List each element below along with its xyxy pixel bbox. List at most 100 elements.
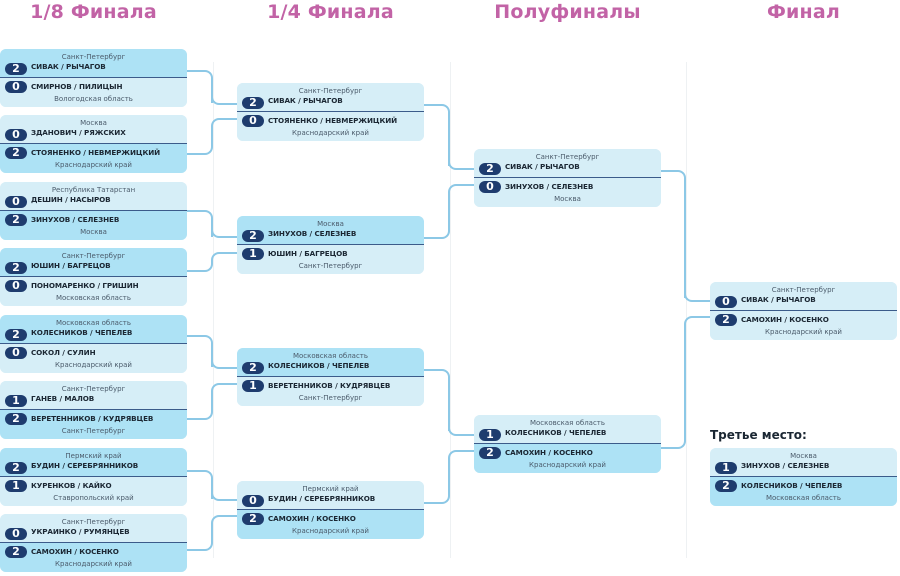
team-slot[interactable]: 2 САМОХИН / КОСЕНКО Краснодарский край [0, 543, 187, 572]
match-r16-7[interactable]: Пермский край 2 БУДИН / СЕРЕБРЯННИКОВ 1 … [0, 448, 187, 506]
bracket-connector [211, 226, 239, 238]
team-slot[interactable]: 2 ВЕРЕТЕННИКОВ / КУДРЯВЦЕВ Санкт-Петербу… [0, 410, 187, 439]
team-names: ЮШИН / БАГРЕЦОВ [268, 249, 348, 258]
team-slot[interactable]: 0 ЗИНУХОВ / СЕЛЕЗНЕВ Москва [474, 178, 661, 207]
column-separator [213, 62, 214, 558]
bracket-connector [187, 126, 213, 155]
team-slot[interactable]: 0 СМИРНОВ / ПИЛИЦЫН Вологодская область [0, 78, 187, 107]
score-badge: 2 [715, 480, 737, 492]
bracket-connector [187, 470, 213, 499]
match-r16-6[interactable]: Санкт-Петербург 1 ГАНЕВ / МАЛОВ 2 ВЕРЕТЕ… [0, 381, 187, 439]
match-r16-4[interactable]: Санкт-Петербург 2 ЮШИН / БАГРЕЦОВ 0 ПОНО… [0, 248, 187, 306]
score-badge: 2 [242, 362, 264, 374]
team-slot[interactable]: Московская область 1 КОЛЕСНИКОВ / ЧЕПЕЛЕ… [474, 415, 661, 444]
team-slot[interactable]: Московская область 2 КОЛЕСНИКОВ / ЧЕПЕЛЕ… [237, 348, 424, 377]
bracket-connector [187, 335, 213, 367]
match-final[interactable]: Санкт-Петербург 0 СИВАК / РЫЧАГОВ 2 САМО… [710, 282, 897, 340]
team-names: СМИРНОВ / ПИЛИЦЫН [31, 82, 123, 91]
team-slot[interactable]: 2 КОЛЕСНИКОВ / ЧЕПЕЛЕВ Московская област… [710, 477, 897, 506]
match-sf-1[interactable]: Санкт-Петербург 2 СИВАК / РЫЧАГОВ 0 ЗИНУ… [474, 149, 661, 207]
score-badge: 0 [5, 81, 27, 93]
team-slot[interactable]: 2 САМОХИН / КОСЕНКО Краснодарский край [237, 510, 424, 539]
team-names: КОЛЕСНИКОВ / ЧЕПЕЛЕВ [31, 328, 133, 337]
match-divider [237, 111, 424, 112]
team-slot[interactable]: 2 САМОХИН / КОСЕНКО Краснодарский край [710, 311, 897, 340]
match-r16-5[interactable]: Московская область 2 КОЛЕСНИКОВ / ЧЕПЕЛЕ… [0, 315, 187, 373]
team-names: ЗИНУХОВ / СЕЛЕЗНЕВ [505, 182, 594, 191]
team-region: Москва [317, 220, 344, 228]
team-names: КОЛЕСНИКОВ / ЧЕПЕЛЕВ [268, 361, 370, 370]
match-third-place[interactable]: Москва 1 ЗИНУХОВ / СЕЛЕЗНЕВ 2 КОЛЕСНИКОВ… [710, 448, 897, 506]
match-qf-2[interactable]: Москва 2 ЗИНУХОВ / СЕЛЕЗНЕВ 1 ЮШИН / БАГ… [237, 216, 424, 274]
team-names: СИВАК / РЫЧАГОВ [268, 96, 343, 105]
team-slot[interactable]: 0 ПОНОМАРЕНКО / ГРИШИН Московская област… [0, 277, 187, 306]
team-region: Вологодская область [54, 95, 133, 103]
score-badge: 2 [242, 513, 264, 525]
team-slot[interactable]: 1 ВЕРЕТЕННИКОВ / КУДРЯВЦЕВ Санкт-Петербу… [237, 377, 424, 406]
team-slot[interactable]: Санкт-Петербург 2 СИВАК / РЫЧАГОВ [474, 149, 661, 178]
team-slot[interactable]: Москва 0 ЗДАНОВИЧ / РЯЖСКИХ [0, 115, 187, 144]
team-slot[interactable]: Москва 1 ЗИНУХОВ / СЕЛЕЗНЕВ [710, 448, 897, 477]
bracket-connector [448, 424, 476, 436]
bracket-connector [424, 192, 450, 239]
bracket-connector [661, 324, 686, 449]
bracket-connector [661, 170, 686, 298]
team-slot[interactable]: Санкт-Петербург 2 ЮШИН / БАГРЕЦОВ [0, 248, 187, 277]
match-r16-8[interactable]: Санкт-Петербург 0 УКРАИНКО / РУМЯНЦЕВ 2 … [0, 514, 187, 572]
team-slot[interactable]: Москва 2 ЗИНУХОВ / СЕЛЕЗНЕВ [237, 216, 424, 245]
match-qf-4[interactable]: Пермский край 0 БУДИН / СЕРЕБРЯННИКОВ 2 … [237, 481, 424, 539]
match-r16-3[interactable]: Республика Татарстан 0 ДЕШИН / НАСЫРОВ 2… [0, 182, 187, 240]
third-place-title: Третье место: [710, 428, 807, 442]
team-region: Ставропольский край [53, 494, 134, 502]
team-slot[interactable]: Пермский край 2 БУДИН / СЕРЕБРЯННИКОВ [0, 448, 187, 477]
team-region: Санкт-Петербург [61, 385, 126, 393]
score-badge: 0 [5, 129, 27, 141]
column-separator [686, 62, 687, 558]
team-names: СТОЯНЕНКО / НЕВМЕРЖИЦКИЙ [31, 148, 161, 157]
team-slot[interactable]: Санкт-Петербург 1 ГАНЕВ / МАЛОВ [0, 381, 187, 410]
bracket-connector [448, 158, 476, 170]
score-badge: 2 [479, 447, 501, 459]
score-badge: 2 [5, 147, 27, 159]
team-slot[interactable]: Республика Татарстан 0 ДЕШИН / НАСЫРОВ [0, 182, 187, 211]
match-divider [474, 443, 661, 444]
match-r16-1[interactable]: Санкт-Петербург 2 СИВАК / РЫЧАГОВ 0 СМИР… [0, 49, 187, 107]
team-slot[interactable]: Пермский край 0 БУДИН / СЕРЕБРЯННИКОВ [237, 481, 424, 510]
match-r16-2[interactable]: Москва 0 ЗДАНОВИЧ / РЯЖСКИХ 2 СТОЯНЕНКО … [0, 115, 187, 173]
team-slot[interactable]: 1 КУРЕНКОВ / КАЙКО Ставропольский край [0, 477, 187, 506]
score-badge: 2 [479, 163, 501, 175]
team-names: ПОНОМАРЕНКО / ГРИШИН [31, 281, 139, 290]
team-slot[interactable]: Санкт-Петербург 2 СИВАК / РЫЧАГОВ [237, 83, 424, 112]
score-badge: 1 [479, 429, 501, 441]
team-slot[interactable]: 2 САМОХИН / КОСЕНКО Краснодарский край [474, 444, 661, 473]
score-badge: 1 [242, 248, 264, 260]
team-slot[interactable]: Санкт-Петербург 0 СИВАК / РЫЧАГОВ [710, 282, 897, 311]
team-names: ВЕРЕТЕННИКОВ / КУДРЯВЦЕВ [31, 414, 154, 423]
bracket-connector [448, 450, 476, 462]
team-region: Краснодарский край [55, 161, 132, 169]
team-slot[interactable]: Санкт-Петербург 2 СИВАК / РЫЧАГОВ [0, 49, 187, 78]
team-names: САМОХИН / КОСЕНКО [268, 514, 356, 523]
match-divider [0, 77, 187, 78]
team-slot[interactable]: 1 ЮШИН / БАГРЕЦОВ Санкт-Петербург [237, 245, 424, 274]
team-slot[interactable]: 0 СТОЯНЕНКО / НЕВМЕРЖИЦКИЙ Краснодарский… [237, 112, 424, 141]
match-divider [237, 376, 424, 377]
team-slot[interactable]: 2 ЗИНУХОВ / СЕЛЕЗНЕВ Москва [0, 211, 187, 240]
match-qf-3[interactable]: Московская область 2 КОЛЕСНИКОВ / ЧЕПЕЛЕ… [237, 348, 424, 406]
team-slot[interactable]: 0 СОКОЛ / СУЛИН Краснодарский край [0, 344, 187, 373]
match-sf-2[interactable]: Московская область 1 КОЛЕСНИКОВ / ЧЕПЕЛЕ… [474, 415, 661, 473]
team-names: ВЕРЕТЕННИКОВ / КУДРЯВЦЕВ [268, 381, 391, 390]
match-qf-1[interactable]: Санкт-Петербург 2 СИВАК / РЫЧАГОВ 0 СТОЯ… [237, 83, 424, 141]
round-title-r16: 1/8 Финала [30, 1, 157, 23]
team-slot[interactable]: Санкт-Петербург 0 УКРАИНКО / РУМЯНЦЕВ [0, 514, 187, 543]
bracket-connector [211, 383, 239, 395]
team-slot[interactable]: Московская область 2 КОЛЕСНИКОВ / ЧЕПЕЛЕ… [0, 315, 187, 344]
match-divider [710, 476, 897, 477]
bracket-connector [187, 260, 213, 272]
team-slot[interactable]: 2 СТОЯНЕНКО / НЕВМЕРЖИЦКИЙ Краснодарский… [0, 144, 187, 173]
round-title-quarterfinal: 1/4 Финала [267, 1, 394, 23]
team-region: Московская область [55, 294, 132, 302]
bracket-connector [211, 252, 239, 264]
score-badge: 2 [715, 314, 737, 326]
score-badge: 0 [5, 196, 27, 208]
